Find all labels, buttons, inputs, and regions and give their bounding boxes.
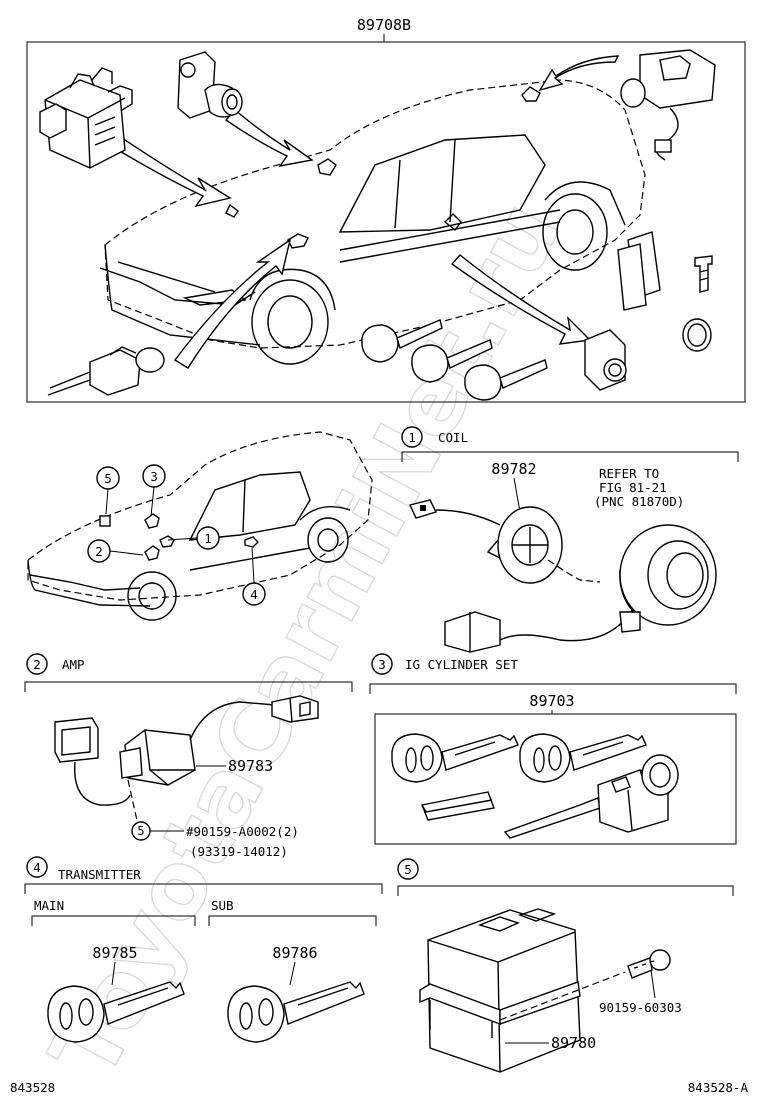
callout-2-label: 2 bbox=[95, 544, 103, 559]
ecu-bolt-part[interactable]: 90159-60303 bbox=[599, 1000, 682, 1015]
callout-4[interactable]: 4 bbox=[242, 547, 266, 606]
section-ecu-index-circle bbox=[397, 858, 419, 880]
transmitter-sub-bracket bbox=[208, 915, 377, 926]
amp-illustration bbox=[54, 695, 319, 826]
location-arrows bbox=[116, 55, 620, 369]
ignition-cylinder-illustration bbox=[177, 51, 243, 119]
amp-part-number[interactable]: 89783 bbox=[228, 757, 273, 775]
transmitter-main-key bbox=[47, 981, 185, 1043]
coil-part-number[interactable]: 89782 bbox=[491, 460, 536, 478]
section-amp-bracket bbox=[24, 681, 353, 692]
section-coil-bracket bbox=[401, 451, 739, 462]
footer-left-code: 843528 bbox=[10, 1080, 55, 1095]
coil-refer-line1: REFER TO bbox=[599, 466, 659, 481]
footer: 843528 843528-A bbox=[10, 1080, 748, 1095]
keys-illustration bbox=[361, 319, 548, 401]
amp-module-illustration bbox=[39, 67, 133, 169]
ecu-part-number[interactable]: 89780 bbox=[551, 1034, 596, 1052]
section-coil-index: 1 bbox=[408, 430, 416, 445]
section-amp-index: 2 bbox=[33, 657, 41, 672]
transmitter-main-part-number[interactable]: 89785 bbox=[92, 944, 137, 962]
callout-4-label: 4 bbox=[250, 587, 258, 602]
section-coil-index-circle bbox=[401, 426, 423, 448]
coil-refer-line2: FIG 81-21 bbox=[599, 480, 667, 495]
callout-5[interactable]: 5 bbox=[96, 466, 120, 515]
transmitter-sub-part-number[interactable]: 89786 bbox=[272, 944, 317, 962]
transmitter-main-label: MAIN bbox=[34, 898, 64, 913]
amp-bolt-alt: (93319-14012) bbox=[190, 844, 288, 859]
large-car-illustration bbox=[99, 79, 646, 365]
callout-3-label: 3 bbox=[150, 469, 158, 484]
section-ig-index-circle bbox=[371, 653, 393, 675]
section-amp-title: AMP bbox=[62, 657, 85, 672]
location-map: 5 3 2 1 4 bbox=[27, 431, 373, 621]
small-car-illustration bbox=[27, 431, 373, 621]
amp-bolt-part[interactable]: #90159-A0002(2) bbox=[186, 824, 299, 839]
small-parts-illustration bbox=[584, 231, 713, 391]
section-transmitter-title: TRANSMITTER bbox=[58, 867, 141, 882]
callout-2[interactable]: 2 bbox=[87, 539, 144, 563]
top-assembly-part-number[interactable]: 89708B bbox=[357, 16, 411, 34]
footer-right-code: 843528-A bbox=[688, 1080, 749, 1095]
ig-cylinder-part-number[interactable]: 89703 bbox=[529, 692, 574, 710]
section-ig-bracket bbox=[369, 683, 737, 694]
section-amp-index-circle bbox=[26, 653, 48, 675]
coil-illustration bbox=[409, 499, 717, 653]
section-ecu: 5 89780 90159-60303 bbox=[397, 858, 734, 1073]
callout-1[interactable]: 1 bbox=[167, 526, 220, 550]
transmitter-sub-key bbox=[227, 981, 365, 1043]
callout-5-label: 5 bbox=[104, 471, 112, 486]
callout-3[interactable]: 3 bbox=[142, 464, 166, 517]
transmitter-main-bracket bbox=[31, 915, 196, 926]
section-transmitter-index: 4 bbox=[33, 860, 41, 875]
section-transmitter: 4 TRANSMITTER MAIN SUB 89785 89786 bbox=[24, 856, 383, 1043]
section-coil-title: COIL bbox=[438, 430, 468, 445]
top-assembly: 89708B bbox=[26, 16, 746, 403]
section-ig-cylinder-set: 3 IG CYLINDER SET 89703 bbox=[369, 653, 737, 845]
section-ecu-index: 5 bbox=[404, 862, 412, 877]
section-ig-title: IG CYLINDER SET bbox=[405, 657, 518, 672]
section-ecu-bracket bbox=[397, 885, 734, 896]
ig-cylinder-frame bbox=[374, 713, 737, 845]
section-ig-index: 3 bbox=[378, 657, 386, 672]
section-coil: 1 COIL 89782 REFER TO FIG 81-21 (PNC 818… bbox=[401, 426, 739, 653]
section-transmitter-index-circle bbox=[26, 856, 48, 878]
door-cylinder-illustration bbox=[620, 49, 716, 161]
ecu-illustration bbox=[419, 908, 671, 1073]
transmitter-sub-label: SUB bbox=[211, 898, 234, 913]
callout-1-label: 1 bbox=[204, 531, 212, 546]
coil-illustration-top bbox=[47, 346, 165, 396]
section-transmitter-bracket bbox=[24, 883, 383, 894]
ig-cylinder-illustration bbox=[391, 733, 679, 839]
coil-refer-line3: (PNC 81870D) bbox=[594, 494, 684, 509]
section-amp: 2 AMP 89783 5 #90159-A0002(2) (93319-140… bbox=[24, 653, 353, 859]
amp-bolt-callout: 5 bbox=[137, 824, 144, 838]
top-assembly-frame bbox=[26, 41, 746, 403]
